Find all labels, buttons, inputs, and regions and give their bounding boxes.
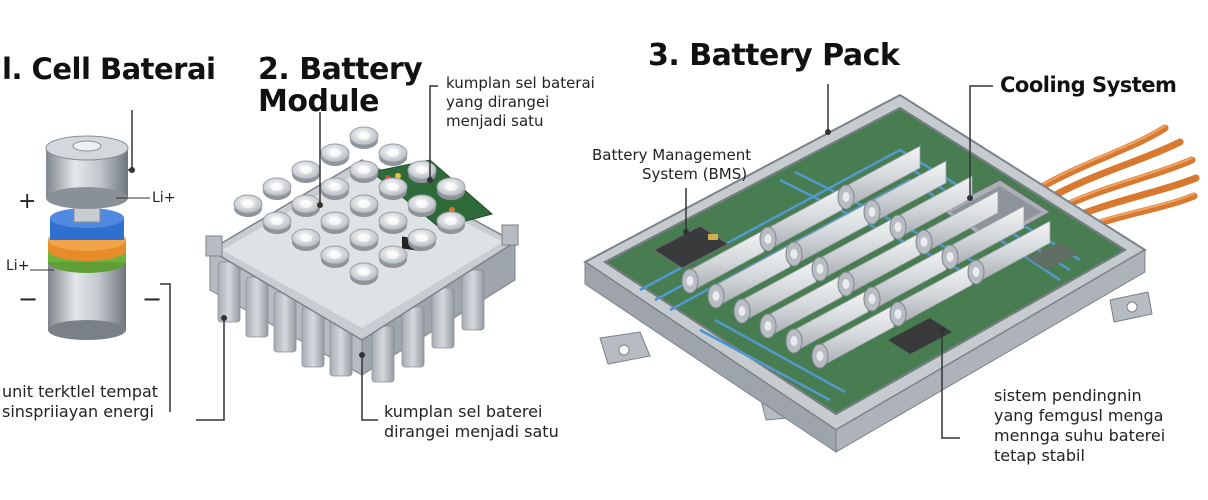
pack-cell [863,247,947,312]
cell-description-line2: sinspriiayan energi [2,402,154,421]
pack-title: 3. Battery Pack [648,38,900,73]
cell-description-line1: unit terktlel tempat [2,382,159,401]
module-cell-top [291,194,321,217]
plus-sign: + [18,189,37,214]
bms-label-line1: Battery Management [592,146,752,164]
pack-cell [707,244,791,309]
module-cell-top [349,126,379,149]
pack-cell [733,259,817,324]
cooling-description-line2: yang femgusl menga [994,406,1164,425]
module-bottom-description: kumplan sel baterei dirangei menjadi sat… [384,402,559,442]
module-cell-top [233,194,263,217]
module-cell-top [320,143,350,166]
minus-left: − [18,285,39,313]
module-title: 2. Battery Module [258,52,423,119]
module-cell-top [349,228,379,251]
cell-title: l. Cell Baterai [2,52,216,86]
pack-cell [811,304,895,369]
module-cell-top [349,262,379,285]
pack-illustration [583,84,1200,453]
pack-cell [915,190,999,255]
module-cell-top [262,177,292,200]
module-cell-top [378,211,408,234]
module-cell-top [320,211,350,234]
bms-label: Battery Management System (BMS) [592,146,751,184]
pack-cell [785,202,869,267]
pack-cell [889,262,973,327]
pack-cell [837,232,921,297]
module-bottom-line2: dirangei menjadi satu [384,422,559,441]
module-cell-top [320,245,350,268]
pack-cell [863,160,947,225]
cell-description: unit terktlel tempat sinspriiayan energi [2,382,158,422]
module-cell-top [320,177,350,200]
module-cell-top [262,211,292,234]
module-illustration [196,85,519,421]
cooling-description-line3: mennga suhu baterei [994,426,1166,445]
pack-cell [681,229,765,294]
cooling-description: sistem pendingnin yang femgusl menga men… [994,386,1165,466]
cell-illustration [30,110,171,412]
pack-cell [759,187,843,252]
module-top-line3: menjadi satu [446,111,544,130]
cooling-description-line4: tetap stabil [994,446,1085,465]
li-plus-top: Li+ [152,190,176,206]
pack-cells [681,145,1051,369]
minus-right: − [142,285,163,313]
module-cell-top [378,245,408,268]
pack-cell [967,220,1051,285]
module-cell-top [407,228,437,251]
pack-cell [837,145,921,210]
module-top-line1: kumplan sel baterai [446,74,595,92]
module-cell-top [291,160,321,183]
module-top-description: kumplan sel baterai yang dirangei menjad… [446,74,595,130]
pack-cell [785,289,869,354]
module-cell-top [349,194,379,217]
module-cell-top [436,211,466,234]
module-cell-top [378,143,408,166]
li-plus-bottom: Li+ [6,258,30,274]
module-cell-top [407,194,437,217]
bms-label-line2: System (BMS) [641,164,748,183]
pack-cell [759,274,843,339]
module-cell-top [349,160,379,183]
pack-cell [811,217,895,282]
pack-cell [941,205,1025,270]
module-title-line1: 2. Battery [258,52,423,87]
module-cell-top [436,177,466,200]
module-top-line2: yang dirangei [446,92,550,111]
module-title-line2: Module [258,83,379,119]
cooling-description-line1: sistem pendingnin [994,386,1142,405]
module-bottom-line1: kumplan sel baterei [384,402,543,421]
pack-cell [889,175,973,240]
module-cell-tops [233,126,466,285]
module-cell-top [378,177,408,200]
cooling-system-label: Cooling System [1000,73,1177,97]
module-cell-top [291,228,321,251]
